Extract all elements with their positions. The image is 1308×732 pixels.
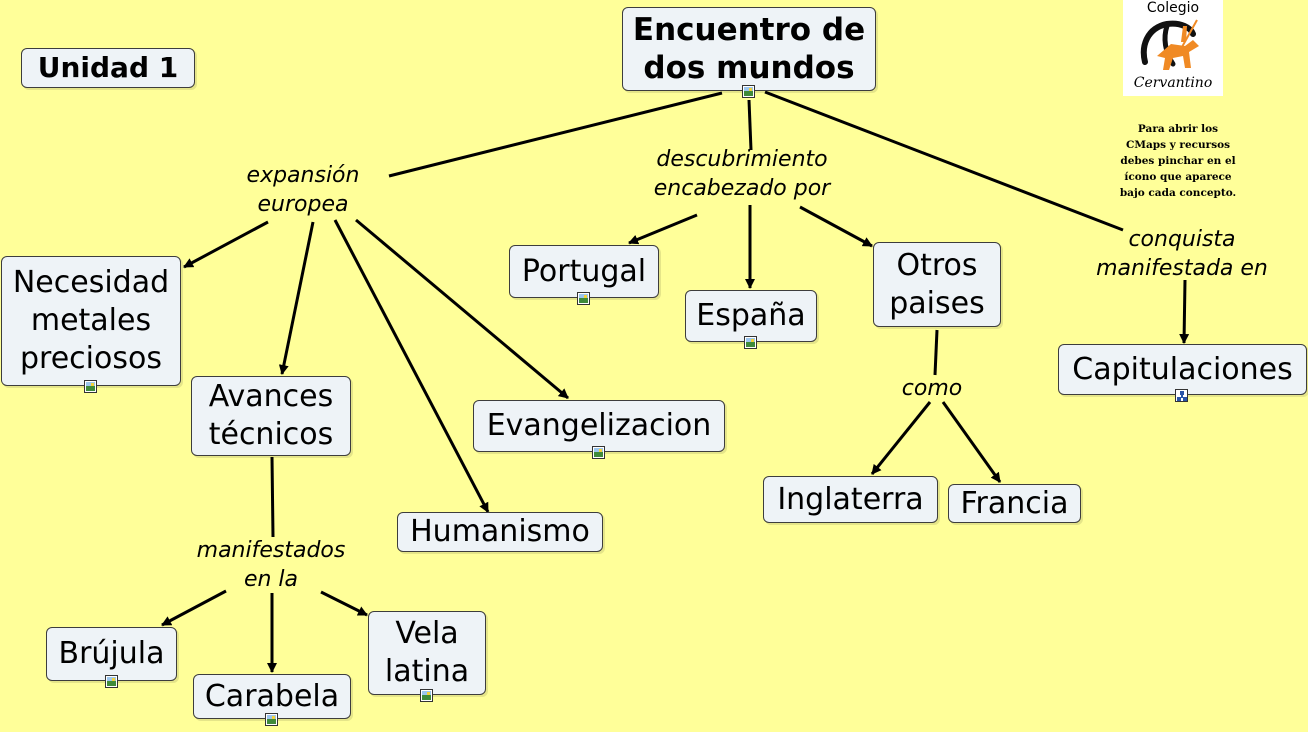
concept-francia[interactable]: Francia: [948, 484, 1081, 523]
image-resource-icon[interactable]: [265, 713, 278, 726]
link-descubrimiento-otros: [799, 205, 873, 248]
concept-inglaterra[interactable]: Inglaterra: [763, 476, 938, 523]
concept-espana[interactable]: España: [685, 290, 817, 342]
concept-vela-latina[interactable]: Vela latina: [368, 611, 486, 695]
link-label-manifestados: manifestados en la: [196, 538, 346, 592]
image-resource-icon[interactable]: [105, 675, 118, 688]
logo-bottom-text: Cervantino: [1133, 75, 1213, 91]
link-como-inglaterra: [870, 401, 932, 475]
link-root-conquista: [764, 90, 1124, 232]
concept-evangelizacion[interactable]: Evangelizacion: [473, 400, 725, 452]
link-label-conquista: conquista manifestada en: [1096, 227, 1268, 281]
link-como-francia: [941, 401, 1002, 483]
image-resource-icon[interactable]: [84, 380, 97, 393]
image-resource-icon[interactable]: [742, 85, 755, 98]
link-label-como: como: [901, 376, 963, 401]
concept-portugal[interactable]: Portugal: [509, 245, 659, 298]
quixote-emblem-icon: [1140, 19, 1199, 70]
image-resource-icon[interactable]: [592, 446, 605, 459]
logo-top-text: Colegio: [1146, 0, 1200, 16]
link-root-descubrimiento: [747, 99, 753, 151]
link-root-expansion: [388, 91, 723, 178]
school-logo: Colegio Cervantino: [1123, 0, 1223, 96]
concept-capitulaciones[interactable]: Capitulaciones: [1058, 344, 1307, 395]
cmap-resource-icon[interactable]: [1175, 389, 1188, 402]
link-descubrimiento-portugal: [628, 213, 698, 245]
concept-humanismo[interactable]: Humanismo: [397, 512, 603, 552]
unit-title-box: Unidad 1: [21, 48, 195, 88]
link-conquista-capitulaciones: [1179, 279, 1190, 344]
instructions-note: Para abrir los CMaps y recursos debes pi…: [1119, 123, 1237, 199]
link-expansion-necesidad: [183, 220, 269, 269]
link-expansion-evangelizacion: [355, 218, 569, 400]
image-resource-icon[interactable]: [420, 689, 433, 702]
link-manifestados-brujula: [161, 589, 227, 627]
concept-avances-tecnicos[interactable]: Avances técnicos: [191, 376, 351, 456]
link-expansion-humanismo: [333, 219, 490, 513]
link-label-expansion-europea: expansión europea: [246, 163, 360, 217]
link-otros-como: [933, 329, 939, 376]
concept-necesidad-metales-preciosos[interactable]: Necesidad metales preciosos: [1, 256, 181, 386]
link-expansion-avances: [278, 221, 315, 375]
link-label-descubrimiento: descubrimiento encabezado por: [653, 147, 831, 201]
concept-encuentro-de-dos-mundos[interactable]: Encuentro de dos mundos: [622, 7, 876, 91]
concept-otros-paises[interactable]: Otros paises: [873, 242, 1001, 327]
link-manifestados-vela: [320, 590, 368, 617]
image-resource-icon[interactable]: [577, 292, 590, 305]
link-avances-manifestados: [270, 456, 275, 538]
image-resource-icon[interactable]: [744, 336, 757, 349]
concept-brujula[interactable]: Brújula: [46, 627, 177, 681]
